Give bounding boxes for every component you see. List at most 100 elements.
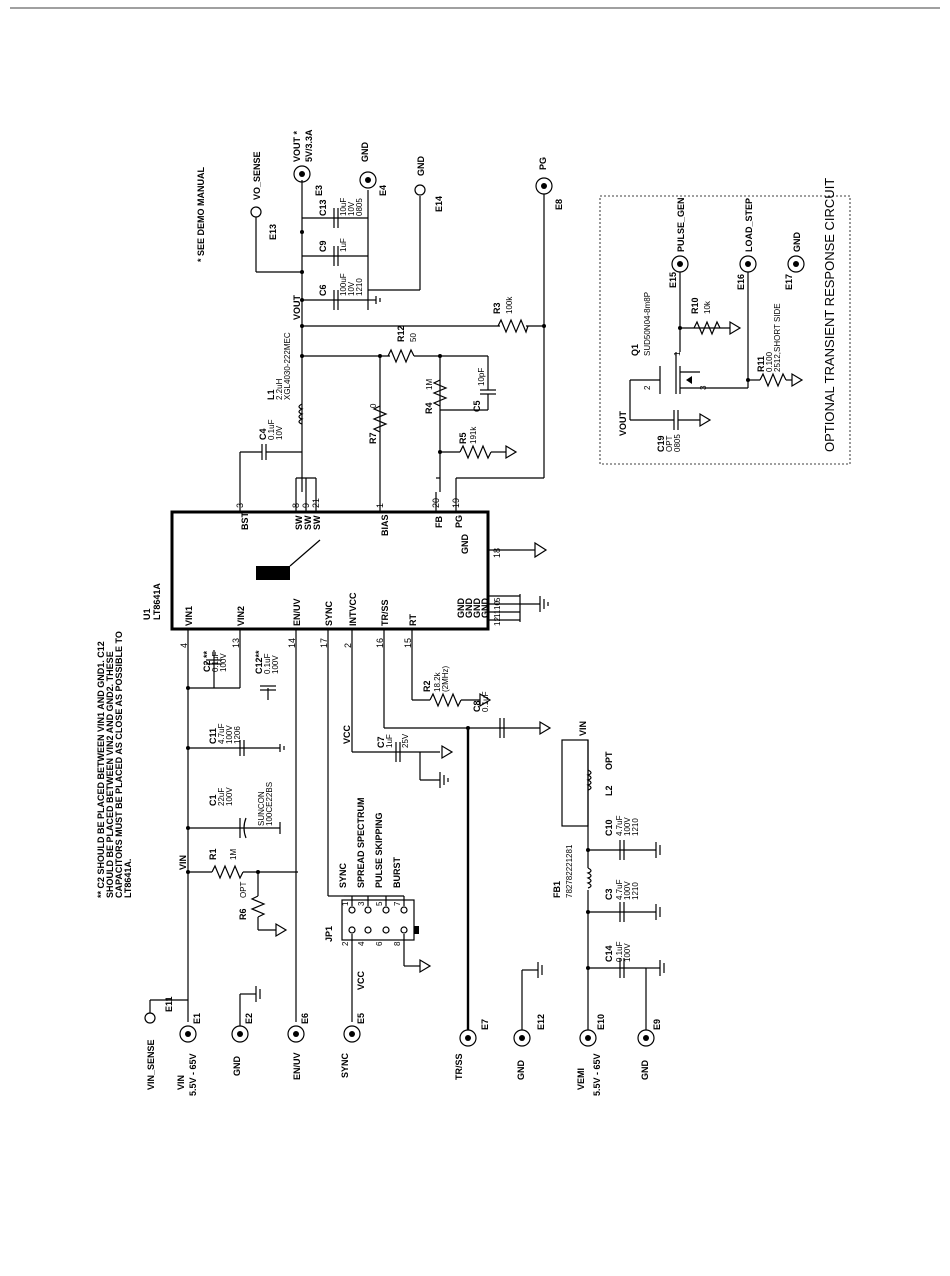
c6-val: 100uF xyxy=(339,273,348,296)
c19-val: OPT xyxy=(665,435,674,452)
c3-volt: 100V xyxy=(623,881,632,900)
e15-ref: E15 xyxy=(668,272,678,288)
c4-ref: C4 xyxy=(258,428,268,440)
c1-val: 22uF xyxy=(217,788,226,806)
terminal-e14[interactable] xyxy=(414,184,426,196)
r11-ref: R11 xyxy=(756,356,766,372)
r4-val: 1M xyxy=(425,379,434,390)
c8-ref: C8 xyxy=(472,700,482,712)
terminal-e6[interactable] xyxy=(287,1025,305,1043)
r6-val: OPT xyxy=(239,881,248,898)
pin-name-rt: RT xyxy=(408,614,418,626)
mosfet-q1 xyxy=(659,352,748,394)
terminal-e13[interactable] xyxy=(250,206,262,218)
e1-ref: E1 xyxy=(192,1013,202,1024)
r2-freq: (2MHz) xyxy=(441,665,450,692)
ic-ref: U1 xyxy=(142,608,152,620)
c4-volt: 10V xyxy=(275,425,284,440)
pin-name-vin2: VIN2 xyxy=(236,606,246,626)
terminal-e11[interactable] xyxy=(144,1012,156,1024)
transient-title: OPTIONAL TRANSIENT RESPONSE CIRCUIT xyxy=(822,178,837,452)
inductor-l2 xyxy=(586,769,592,791)
c13-volt: 10V xyxy=(347,201,356,216)
cap-c13 xyxy=(302,208,368,228)
e10-label: VEMI xyxy=(576,1068,586,1090)
gnd-stack-4: GND xyxy=(480,598,490,619)
e14-label: GND xyxy=(416,156,426,177)
pin-name-bias: BIAS xyxy=(380,514,390,536)
pin-num-9: 9 xyxy=(301,503,311,508)
e16-ref: E16 xyxy=(736,274,746,290)
terminal-e7[interactable] xyxy=(459,1029,477,1047)
pin-name-sw2: SW xyxy=(303,515,313,530)
terminal-e4[interactable] xyxy=(359,171,377,189)
l2-val: OPT xyxy=(604,751,614,770)
e9-ref: E9 xyxy=(652,1019,662,1030)
e6-ref: E6 xyxy=(300,1013,310,1024)
r3-val: 100k xyxy=(505,296,514,314)
pin-name-bst: BST xyxy=(240,511,250,530)
c8-val: 0.1uF xyxy=(481,691,490,712)
gnd-num-12: 12 xyxy=(493,617,502,626)
pin-num-21: 21 xyxy=(311,498,321,508)
q1-part: SUD50N04-8m8P xyxy=(643,292,652,356)
e17-label: GND xyxy=(792,232,802,253)
terminal-e16[interactable] xyxy=(739,255,757,273)
c13-ref: C13 xyxy=(318,199,328,216)
pin-num-18: 18 xyxy=(492,548,502,558)
c11-volt: 100V xyxy=(225,725,234,744)
c14-val: 0.1uF xyxy=(615,941,624,962)
r10-ref: R10 xyxy=(690,297,700,314)
c2-ref: C2 ** xyxy=(202,650,212,672)
r7-val: 0 xyxy=(369,403,378,408)
terminal-e17[interactable] xyxy=(787,255,805,273)
e7-label: TR/SS xyxy=(454,1053,464,1080)
net-vin-l2: VIN xyxy=(578,721,588,736)
terminal-e3[interactable] xyxy=(293,165,311,183)
r1-val: 1M xyxy=(229,849,238,860)
e11-label: VIN_SENSE xyxy=(146,1039,156,1090)
pin-name-fb: FB xyxy=(434,516,444,528)
res-r12 xyxy=(387,348,415,364)
c11-pkg: 1206 xyxy=(233,726,242,744)
res-r3 xyxy=(497,318,529,334)
r3-ref: R3 xyxy=(492,302,502,314)
cap-c11 xyxy=(188,740,285,756)
terminal-e1[interactable] xyxy=(179,1025,197,1043)
c1-ref: C1 xyxy=(208,794,218,806)
c1-part: 100CE22BS xyxy=(265,782,274,826)
r1-ref: R1 xyxy=(208,848,218,860)
pin-num-16: 16 xyxy=(375,638,385,648)
res-r5 xyxy=(459,444,492,460)
ic-right-pins xyxy=(239,492,457,512)
ic-part: LT8641A xyxy=(152,583,162,620)
ic-pad-pointer xyxy=(289,539,321,567)
res-r1 xyxy=(188,864,298,880)
c2-val: 0.1uF xyxy=(211,651,220,672)
pin-num-2: 2 xyxy=(343,643,353,648)
e5-label: SYNC xyxy=(340,1052,350,1078)
r12-ref: R12 xyxy=(396,325,406,342)
c19-ref: C19 xyxy=(656,435,666,452)
c2-volt: 100V xyxy=(219,653,228,672)
c3-val: 4.7uF xyxy=(615,879,624,900)
e13-label: VO_SENSE xyxy=(252,151,262,200)
e8-ref: E8 xyxy=(554,199,564,210)
c6-volt: 10V xyxy=(347,281,356,296)
r6-ref: R6 xyxy=(238,908,248,920)
r2-ref: R2 xyxy=(422,680,432,692)
gnd-stack-1: GND xyxy=(456,598,466,619)
l1-part: XGL4030-222MEC xyxy=(283,332,292,400)
e12-label: GND xyxy=(516,1060,526,1081)
e10-ref: E10 xyxy=(596,1014,606,1030)
terminal-e5[interactable] xyxy=(343,1025,361,1043)
e9-label: GND xyxy=(640,1060,650,1081)
e3-label: VOUT * xyxy=(292,130,302,162)
terminal-e15[interactable] xyxy=(671,255,689,273)
res-r6 xyxy=(250,872,288,938)
pin-name-enuv: EN/UV xyxy=(292,598,302,626)
pin-num-20: 20 xyxy=(431,498,441,508)
pin-num-17: 17 xyxy=(319,638,329,648)
res-r4 xyxy=(432,379,448,407)
